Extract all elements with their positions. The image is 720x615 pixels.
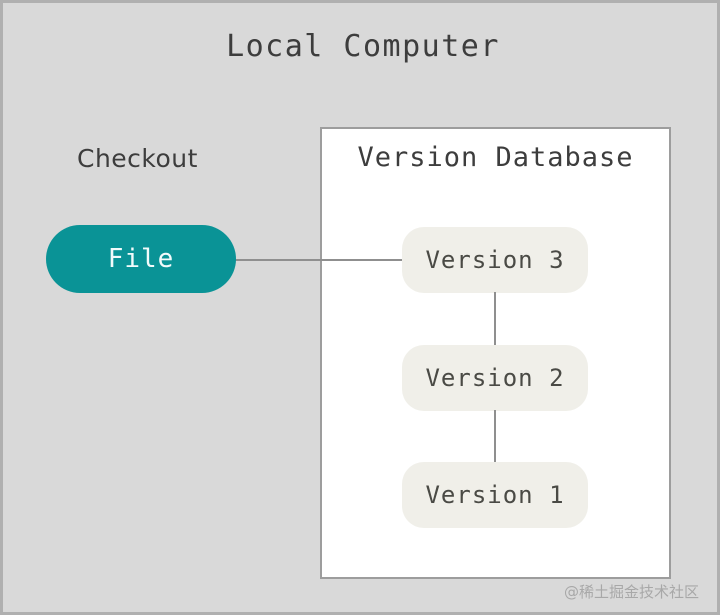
version-database-title: Version Database bbox=[357, 142, 634, 173]
version-node-label: Version 3 bbox=[425, 246, 565, 274]
file-node-label: File bbox=[107, 244, 175, 274]
version-node-1[interactable]: Version 1 bbox=[402, 462, 588, 528]
file-node[interactable]: File bbox=[46, 225, 236, 293]
connector-version3-to-version2 bbox=[494, 292, 496, 347]
watermark: @稀土掘金技术社区 bbox=[563, 583, 699, 601]
page-title: Local Computer bbox=[226, 29, 500, 64]
version-node-label: Version 1 bbox=[425, 481, 565, 509]
version-node-label: Version 2 bbox=[425, 364, 565, 392]
version-node-2[interactable]: Version 2 bbox=[402, 345, 588, 411]
version-node-3[interactable]: Version 3 bbox=[402, 227, 588, 293]
connector-file-to-version3 bbox=[234, 259, 406, 261]
checkout-label: Checkout bbox=[77, 144, 198, 173]
connector-version2-to-version1 bbox=[494, 410, 496, 464]
